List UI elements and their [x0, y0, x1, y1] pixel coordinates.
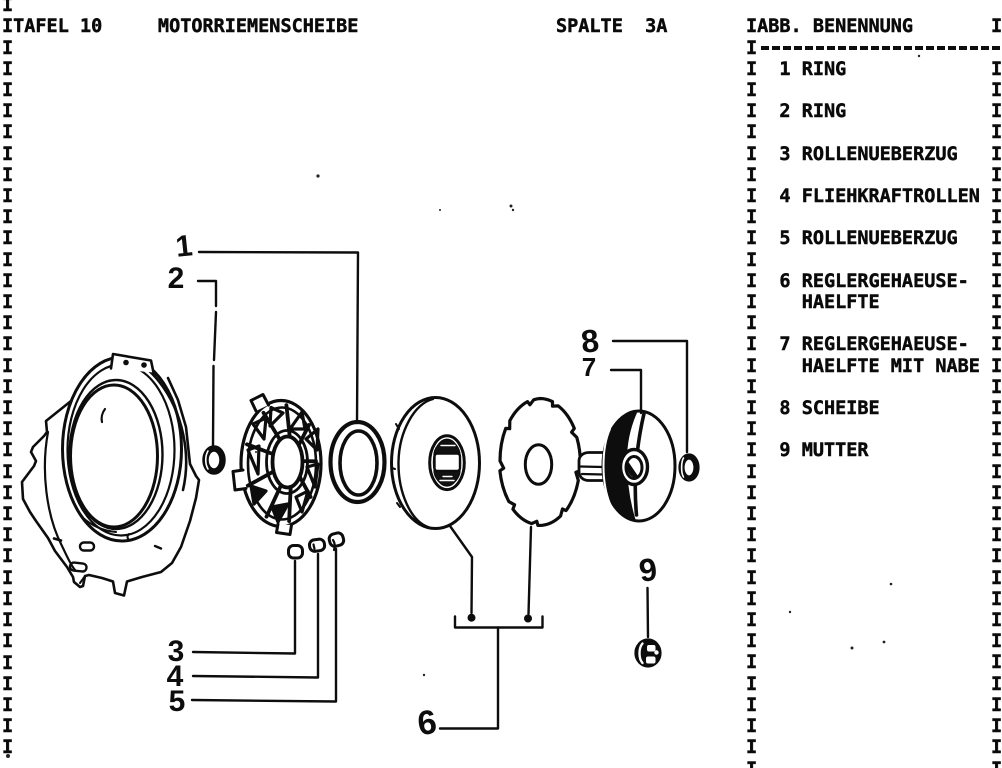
svg-text:1: 1: [174, 229, 194, 264]
svg-text:8: 8: [579, 322, 600, 360]
svg-text:2: 2: [168, 262, 185, 295]
svg-text:4: 4: [167, 660, 184, 693]
svg-text:5: 5: [169, 685, 186, 718]
svg-text:9: 9: [637, 551, 660, 589]
svg-text:6: 6: [415, 703, 439, 743]
svg-text:7: 7: [582, 352, 596, 382]
svg-text:3: 3: [168, 635, 185, 668]
